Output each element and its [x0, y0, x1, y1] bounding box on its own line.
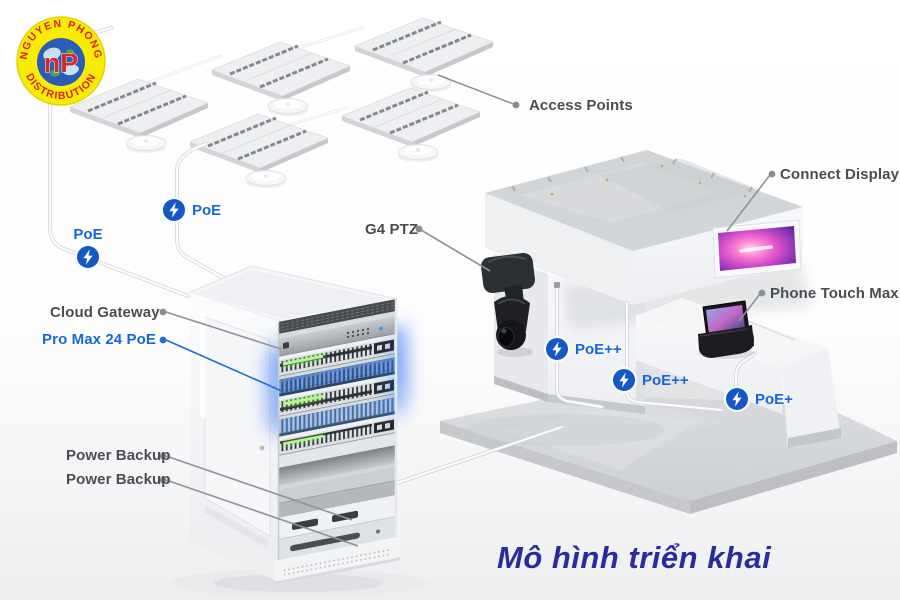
lightning-bolt-icon	[732, 391, 742, 407]
poe-cables-counter	[554, 282, 756, 412]
poe-label-ceiling-right: PoE	[163, 199, 221, 221]
diagram-title: Mô hình triển khai	[497, 540, 772, 575]
access-point-unit	[353, 16, 495, 94]
lightning-bolt-icon	[619, 372, 629, 388]
rack-equipment	[268, 298, 408, 585]
poe-bolt-badge	[77, 246, 99, 268]
g4-ptz-camera	[481, 252, 535, 357]
cloud-gateway-label: Cloud Gateway	[50, 304, 160, 321]
poe-cable-rack-to-counter	[374, 425, 564, 492]
poe-label-text: PoE	[192, 201, 222, 219]
pro-max-24-poe-label: Pro Max 24 PoE	[42, 331, 156, 348]
lightning-bolt-icon	[169, 202, 179, 218]
poe-label-ceiling-left: PoE	[66, 226, 110, 268]
poe-plus-plus-label-wall: PoE++	[546, 338, 622, 360]
poe-plus-label-desk: PoE+	[726, 388, 793, 410]
ceiling-access-points	[68, 16, 495, 190]
g4-ptz-label: G4 PTZ	[365, 221, 419, 238]
connect-display-label: Connect Display	[780, 166, 900, 183]
poe-label-text: PoE++	[575, 340, 622, 358]
cloud-gateway-device	[278, 315, 397, 357]
server-rack	[188, 265, 408, 585]
poe-label-text: PoE+	[755, 390, 793, 408]
access-points-label: Access Points	[529, 97, 633, 114]
logo-monogram: nP	[44, 48, 79, 78]
access-point-unit	[340, 86, 482, 164]
poe-bolt-badge	[613, 369, 635, 391]
pro-max-switch-stack	[278, 333, 397, 456]
lightning-bolt-icon	[552, 341, 562, 357]
poe-bolt-badge	[546, 338, 568, 360]
phone-touch-max-device	[698, 300, 754, 359]
poe-label-text: PoE	[73, 226, 103, 243]
access-point-unit	[188, 112, 330, 190]
power-backup-label-bottom: Power Backup	[66, 471, 171, 488]
poe-bolt-badge	[726, 388, 748, 410]
kiosk-counter	[485, 150, 841, 448]
power-backup-label-top: Power Backup	[66, 447, 171, 464]
phone-touch-max-label: Phone Touch Max	[770, 285, 899, 302]
distributor-logo: nP NGUYEN PHONG DISTRIBUTION	[16, 16, 106, 106]
poe-label-text: PoE++	[642, 371, 689, 389]
poe-bolt-badge	[163, 199, 185, 221]
leader-lines	[159, 74, 776, 547]
connect-display-device	[712, 219, 802, 279]
access-point-unit	[210, 40, 352, 118]
lightning-bolt-icon	[83, 249, 93, 265]
poe-plus-plus-label-floor: PoE++	[613, 369, 689, 391]
